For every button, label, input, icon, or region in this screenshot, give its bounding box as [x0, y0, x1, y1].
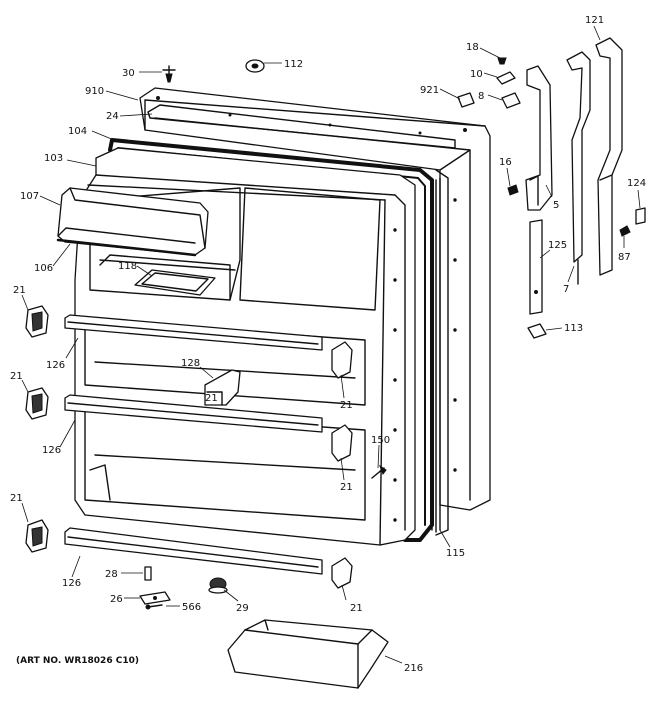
butter-tray-118	[134, 269, 216, 296]
label-7: 7	[563, 284, 569, 295]
label-126-b: 126	[42, 445, 61, 456]
label-21-a: 21	[13, 285, 26, 296]
label-921: 921	[420, 85, 439, 96]
cap-113	[527, 323, 547, 339]
screw-87	[619, 225, 631, 237]
end-cap-21-left-middle	[25, 387, 49, 420]
label-16: 16	[499, 157, 512, 168]
screw-566	[145, 604, 163, 610]
label-21-c: 21	[10, 371, 23, 382]
label-103: 103	[44, 153, 63, 164]
label-107: 107	[20, 191, 39, 202]
handle-cover-125	[529, 219, 543, 315]
label-118: 118	[118, 261, 137, 272]
label-112: 112	[284, 59, 303, 70]
label-10: 10	[470, 69, 483, 80]
end-cap-21-left-top	[25, 305, 49, 338]
plug-112	[245, 59, 265, 73]
label-113: 113	[564, 323, 583, 334]
cap-29	[208, 577, 228, 594]
label-21-b: 21	[340, 400, 353, 411]
label-216: 216	[404, 663, 423, 674]
dairy-compartment-107	[56, 187, 209, 257]
screw-150	[371, 464, 387, 479]
label-30: 30	[122, 68, 135, 79]
label-150: 150	[371, 435, 390, 446]
label-87: 87	[618, 252, 631, 263]
label-125: 125	[548, 240, 567, 251]
label-910: 910	[85, 86, 104, 97]
end-cap-21-right-middle	[331, 424, 353, 462]
screw-18	[497, 57, 507, 65]
label-24: 24	[106, 111, 119, 122]
handle-121	[595, 37, 623, 276]
gasket-strip-115	[431, 179, 437, 533]
stop-26	[139, 591, 171, 605]
handle-7	[566, 51, 591, 285]
shelf-bar-126-middle	[64, 394, 323, 433]
label-106: 106	[34, 263, 53, 274]
clip-124	[635, 207, 646, 225]
shelf-bar-126-top	[64, 314, 323, 351]
label-26: 26	[110, 594, 123, 605]
label-21-d: 21	[340, 482, 353, 493]
end-cap-21-right-top	[331, 341, 353, 379]
label-115: 115	[446, 548, 465, 559]
door-trim-24	[147, 104, 456, 149]
end-cap-21-left-bottom	[25, 519, 49, 553]
label-18: 18	[466, 42, 479, 53]
label-566: 566	[182, 602, 201, 613]
label-8: 8	[478, 91, 484, 102]
hinge-pin-10	[496, 71, 516, 85]
label-5: 5	[553, 200, 559, 211]
label-21-f: 21	[350, 603, 363, 614]
shelf-bar-126-bottom	[64, 527, 323, 575]
label-126-c: 126	[62, 578, 81, 589]
label-104: 104	[68, 126, 87, 137]
label-28: 28	[105, 569, 118, 580]
clip-28	[144, 566, 152, 581]
label-121: 121	[585, 15, 604, 26]
hinge-bracket-5	[525, 65, 553, 211]
end-cap-21-right-bottom	[331, 557, 353, 589]
bushing-921	[457, 92, 475, 108]
label-29: 29	[236, 603, 249, 614]
hinge-block-8	[501, 92, 521, 109]
art-number-caption: (ART NO. WR18026 C10)	[16, 656, 139, 666]
screw-30	[162, 65, 176, 83]
bracket-128	[204, 369, 241, 406]
label-21-g: 21	[205, 393, 218, 404]
label-21-e: 21	[10, 493, 23, 504]
label-128: 128	[181, 358, 200, 369]
leader-lines	[21, 25, 641, 664]
door-bin-216	[227, 619, 389, 689]
label-124: 124	[627, 178, 646, 189]
label-126-a: 126	[46, 360, 65, 371]
screw-16	[507, 184, 519, 196]
